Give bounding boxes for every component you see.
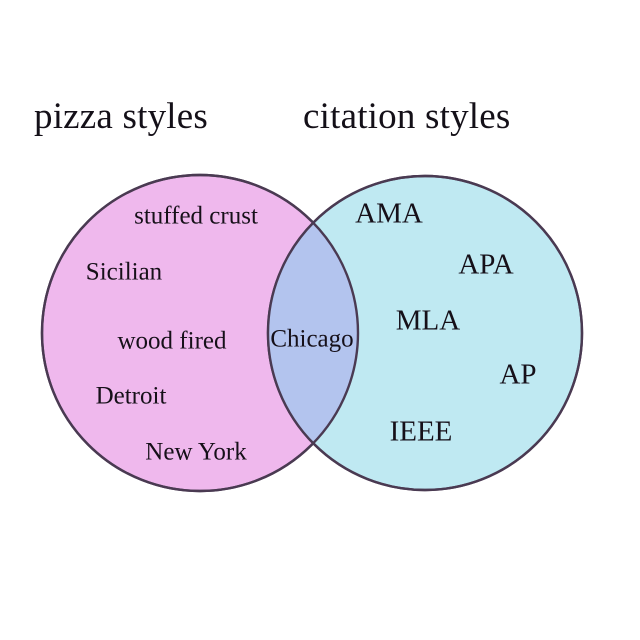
left-set-outline (40, 173, 360, 493)
right-set-outline (266, 174, 584, 492)
